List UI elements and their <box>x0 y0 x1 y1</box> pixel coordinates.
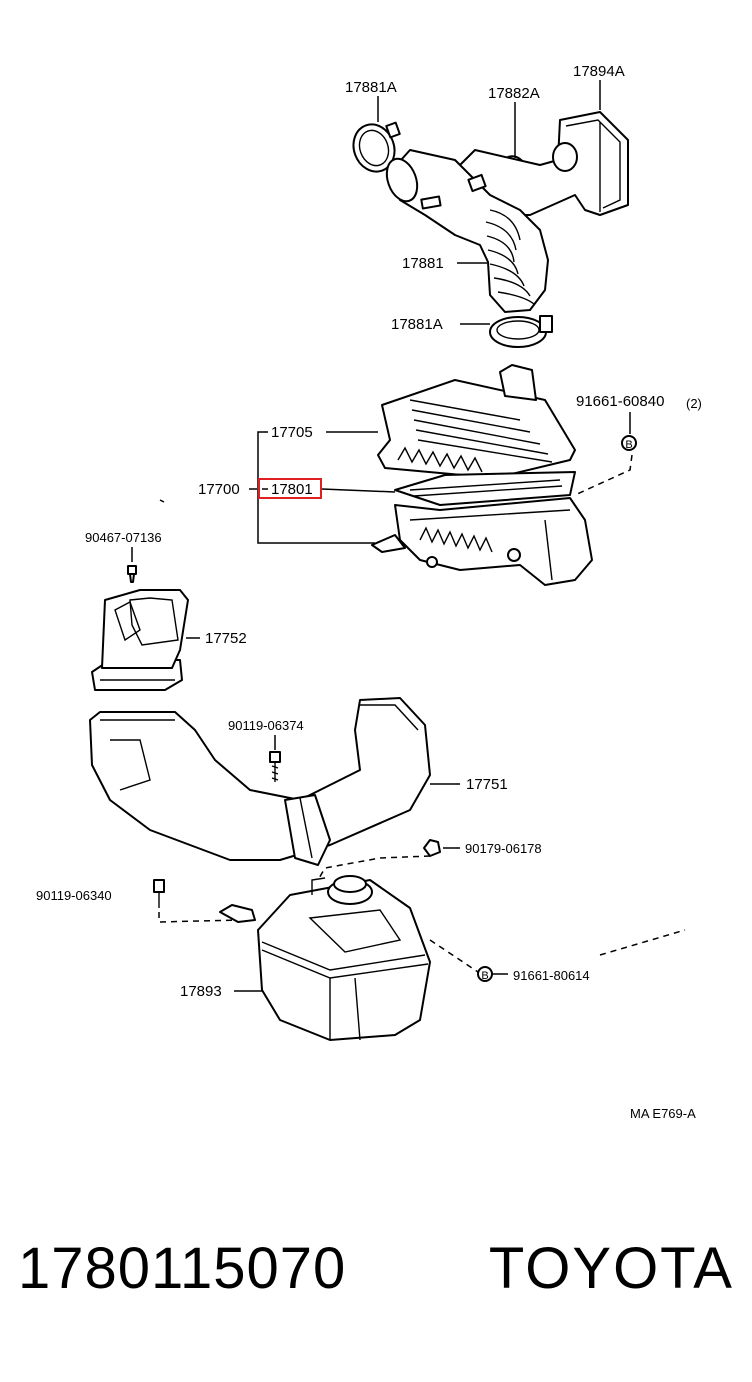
clamp-top <box>352 123 396 173</box>
part-number: 1780115070 <box>18 1236 347 1301</box>
label-17705: 17705 <box>271 424 313 441</box>
drawing-code: MA E769-A <box>630 1106 696 1121</box>
svg-text:B: B <box>625 439 632 451</box>
highlight-box <box>258 478 322 499</box>
parts-diagram: B B 17881A 17882A 17894A 17881 17881A 91… <box>36 63 702 1121</box>
label-17894A: 17894A <box>573 63 625 80</box>
label-91661-80614: 91661-80614 <box>513 968 590 983</box>
label-17752: 17752 <box>205 630 247 647</box>
label-17893: 17893 <box>180 983 222 1000</box>
air-cleaner-case <box>394 497 593 586</box>
bolt-marker-top: B <box>621 435 637 451</box>
air-inlet-duct <box>91 565 189 691</box>
bolt-90119-06340 <box>153 879 241 923</box>
air-filter-element <box>394 471 576 506</box>
nut-90179-06178 <box>423 839 441 857</box>
svg-text:B: B <box>481 970 488 982</box>
brand-name: TOYOTA <box>488 1236 734 1301</box>
intake-hose-assembly <box>352 111 629 348</box>
air-cleaner-cap <box>377 379 576 479</box>
label-91661-60840: 91661-60840 <box>576 393 664 410</box>
air-duct-main <box>89 697 431 866</box>
label-90467-07136: 90467-07136 <box>85 530 162 545</box>
label-17801: 17801 <box>271 481 313 498</box>
bolt-90119-06374 <box>269 751 281 782</box>
label-17881A-top: 17881A <box>345 79 397 96</box>
intake-cap <box>459 111 629 216</box>
label-90119-06374: 90119-06374 <box>228 718 304 733</box>
label-17881: 17881 <box>402 255 444 272</box>
label-17882A: 17882A <box>488 85 540 102</box>
label-90179-06178: 90179-06178 <box>465 841 542 856</box>
label-17700: 17700 <box>198 481 240 498</box>
label-90119-06340: 90119-06340 <box>36 888 112 903</box>
label-17751: 17751 <box>466 776 508 793</box>
air-cleaner-assembly <box>371 364 633 586</box>
resonator <box>219 875 431 1041</box>
bolt-marker-bottom: B <box>477 966 493 982</box>
footer-caption: 1780115070 TOYOTA <box>0 1235 752 1315</box>
label-17881A-bottom: 17881A <box>391 316 443 333</box>
label-91661-60840-qty: (2) <box>686 396 702 411</box>
